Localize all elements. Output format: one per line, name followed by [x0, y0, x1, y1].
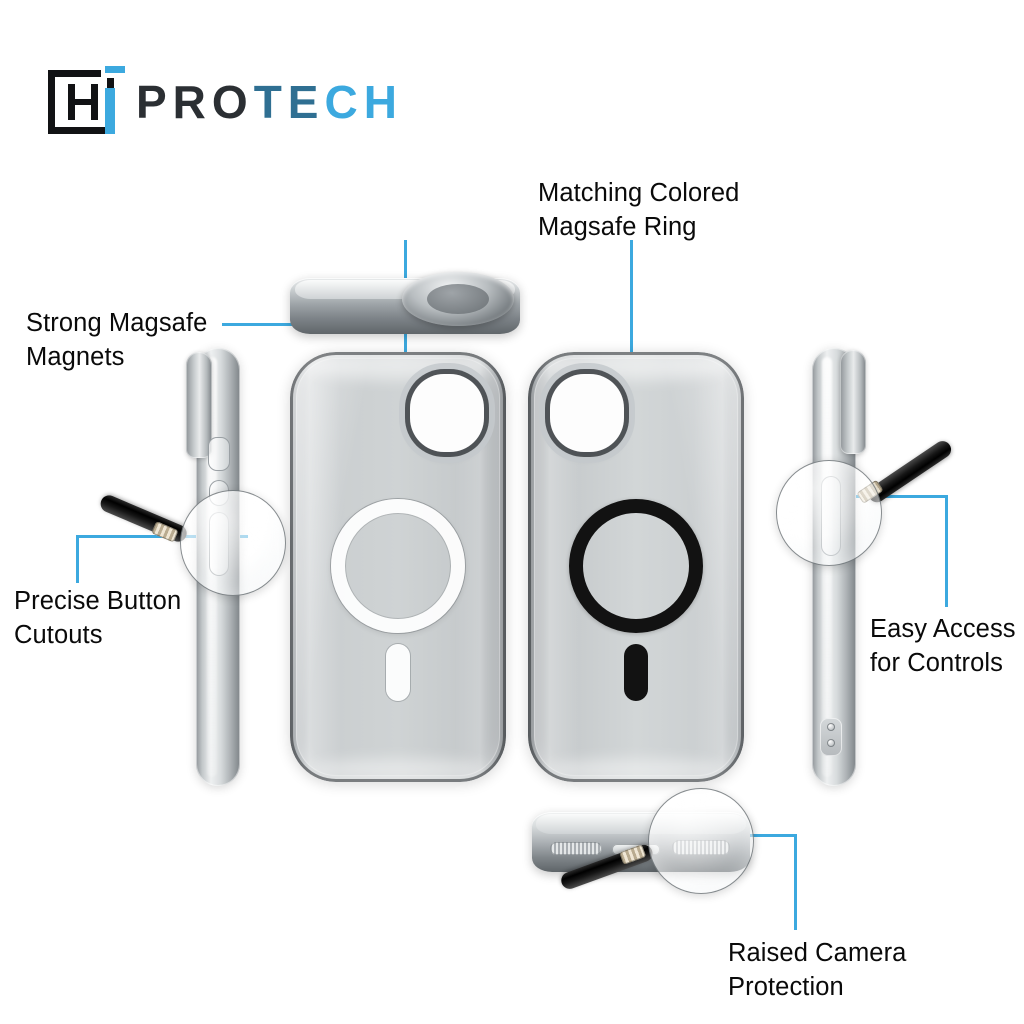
- mute-switch-cutout-left: [208, 437, 230, 471]
- logo-frame-notch-bottom: [114, 115, 123, 135]
- right-profile-camera-bump: [840, 350, 866, 454]
- magnifier-ferrule-left: [151, 521, 179, 543]
- case-back-black-ring: [528, 352, 744, 782]
- camera-cutout-right-case: [550, 374, 624, 452]
- connector-precise-button-vertical: [76, 535, 79, 583]
- camera-bump-ring-top-view: [402, 272, 514, 326]
- left-profile-camera-bump: [186, 352, 212, 458]
- callout-strong-magsafe-magnets: Strong Magsafe Magnets: [26, 309, 208, 372]
- callout-raised-camera-protection: Raised Camera Protection: [728, 939, 907, 1002]
- volume-down-cutout-left: [209, 512, 229, 576]
- callout-precise-button-cutouts: Precise Button Cutouts: [14, 587, 182, 650]
- wordmark-pro: PRO: [136, 76, 254, 128]
- logo-letter-i-stem: [105, 88, 115, 134]
- logo-letter-h: [68, 84, 98, 120]
- connector-raised-camera-vertical: [794, 834, 797, 930]
- magsafe-alignment-pill-white: [386, 644, 410, 701]
- hiprotech-logo-mark: [48, 66, 125, 138]
- top-edge-magnet-view: [290, 272, 520, 334]
- wordmark-te: TE: [253, 76, 325, 128]
- callout-matching-magsafe-ring: Matching Colored Magsafe Ring: [538, 179, 740, 242]
- magsafe-alignment-pill-black: [624, 644, 648, 701]
- wordmark-ch: CH: [324, 76, 403, 128]
- logo-frame-notch-top: [101, 69, 123, 78]
- rear-lens-pair-right-profile: [820, 718, 842, 756]
- callout-easy-access-for-controls: Easy Access for Controls: [870, 615, 1016, 678]
- magnifier-ferrule-right: [856, 479, 884, 504]
- speaker-grille-left: [550, 842, 602, 855]
- power-button-cutout-right: [821, 476, 841, 556]
- camera-cutout-left-case: [410, 374, 484, 452]
- case-back-white-ring: [290, 352, 506, 782]
- magnifier-easy-access-controls: [762, 398, 982, 566]
- logo-letter-i-flag: [105, 66, 125, 73]
- charging-port-cutout: [612, 844, 660, 855]
- bottom-edge-view: [532, 812, 750, 872]
- volume-up-cutout-left: [209, 480, 229, 506]
- speaker-grille-right: [672, 840, 730, 855]
- connector-easy-access-vertical: [945, 495, 948, 607]
